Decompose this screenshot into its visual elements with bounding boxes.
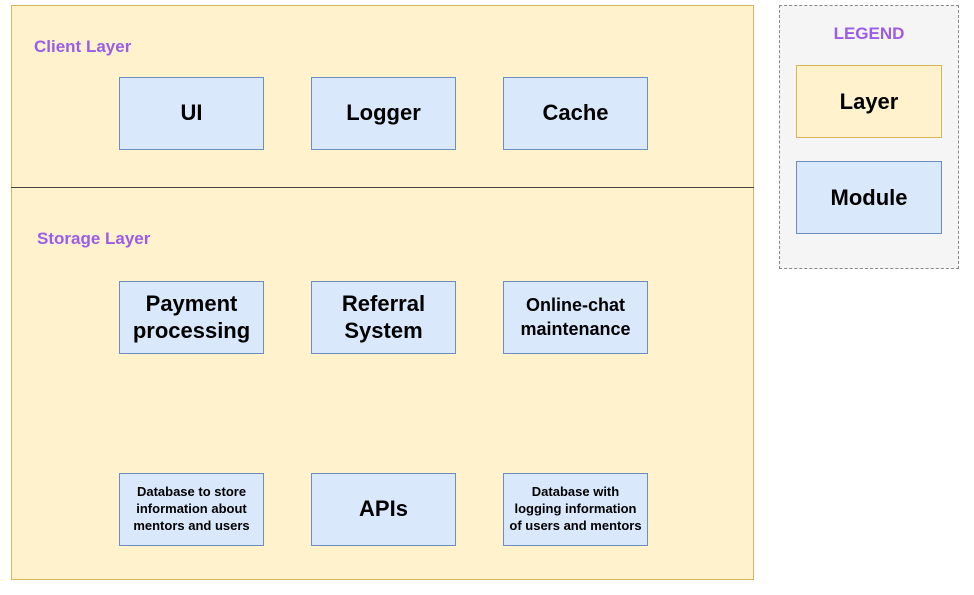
module-online-chat-maintenance[interactable]: Online-chat maintenance	[503, 281, 648, 354]
legend-title: LEGEND	[833, 24, 905, 43]
storage-layer-title: Storage Layer	[37, 229, 151, 248]
client-layer-title: Client Layer	[34, 37, 132, 56]
legend-item-module: Module	[796, 161, 942, 234]
module-referral-system[interactable]: Referral System	[311, 281, 456, 354]
module-mentors-users-database[interactable]: Database to store information about ment…	[119, 473, 264, 546]
module-logger[interactable]: Logger	[311, 77, 456, 150]
module-logging-database[interactable]: Database with logging information of use…	[503, 473, 648, 546]
module-ui[interactable]: UI	[119, 77, 264, 150]
module-cache[interactable]: Cache	[503, 77, 648, 150]
module-payment-processing[interactable]: Payment processing	[119, 281, 264, 354]
module-apis[interactable]: APIs	[311, 473, 456, 546]
layer-divider	[11, 187, 754, 188]
legend-item-layer: Layer	[796, 65, 942, 138]
